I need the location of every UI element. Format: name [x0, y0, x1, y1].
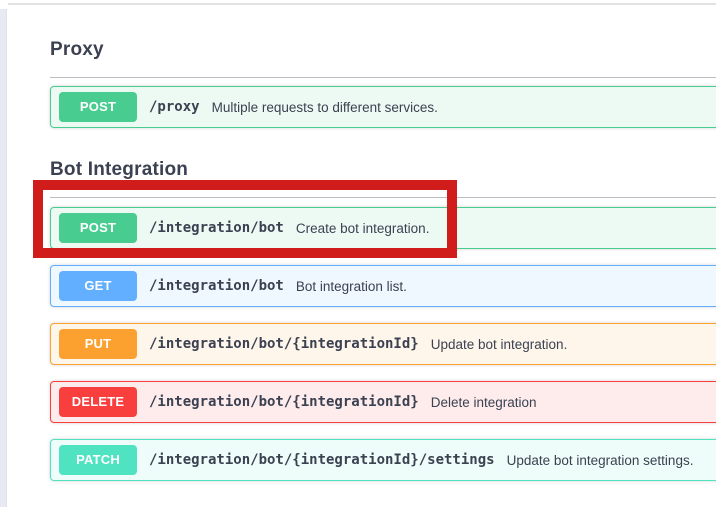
section-title-proxy: Proxy	[50, 39, 104, 60]
endpoint-path: /integration/bot	[149, 220, 284, 236]
endpoint-row-delete-integration-bot[interactable]: DELETE /integration/bot/{integrationId} …	[50, 381, 716, 423]
endpoint-description: Multiple requests to different services.	[211, 99, 438, 115]
endpoint-row-put-integration-bot[interactable]: PUT /integration/bot/{integrationId} Upd…	[50, 323, 716, 365]
page-left-gutter	[0, 9, 7, 507]
method-badge-patch: PATCH	[59, 445, 137, 475]
endpoint-path: /integration/bot/{integrationId}	[149, 336, 419, 352]
endpoint-description: Delete integration	[430, 394, 537, 410]
endpoint-path: /integration/bot	[149, 278, 284, 294]
method-badge-put: PUT	[59, 329, 137, 359]
method-badge-post: POST	[59, 92, 137, 122]
endpoint-description: Create bot integration.	[295, 220, 430, 236]
endpoint-row-post-proxy[interactable]: POST /proxy Multiple requests to differe…	[50, 86, 716, 128]
proxy-endpoint-list: POST /proxy Multiple requests to differe…	[50, 86, 716, 128]
endpoint-row-get-integration-bot[interactable]: GET /integration/bot Bot integration lis…	[50, 265, 716, 307]
api-doc-content: Proxy POST /proxy Multiple requests to d…	[50, 0, 716, 497]
endpoint-row-patch-integration-bot-settings[interactable]: PATCH /integration/bot/{integrationId}/s…	[50, 439, 716, 481]
bot-integration-endpoint-list: POST /integration/bot Create bot integra…	[50, 207, 716, 481]
section-divider	[50, 77, 716, 78]
method-badge-get: GET	[59, 271, 137, 301]
section-title-bot-integration: Bot Integration	[50, 159, 189, 180]
endpoint-path: /integration/bot/{integrationId}	[149, 394, 419, 410]
endpoint-path: /integration/bot/{integrationId}/setting…	[149, 452, 495, 468]
endpoint-description: Update bot integration settings.	[506, 452, 694, 468]
previous-section-divider	[8, 3, 716, 5]
endpoint-description: Update bot integration.	[430, 336, 568, 352]
endpoint-description: Bot integration list.	[295, 278, 407, 294]
method-badge-delete: DELETE	[59, 387, 137, 417]
endpoint-path: /proxy	[149, 99, 200, 115]
endpoint-row-post-integration-bot[interactable]: POST /integration/bot Create bot integra…	[50, 207, 716, 249]
method-badge-post: POST	[59, 213, 137, 243]
section-divider	[50, 197, 716, 198]
